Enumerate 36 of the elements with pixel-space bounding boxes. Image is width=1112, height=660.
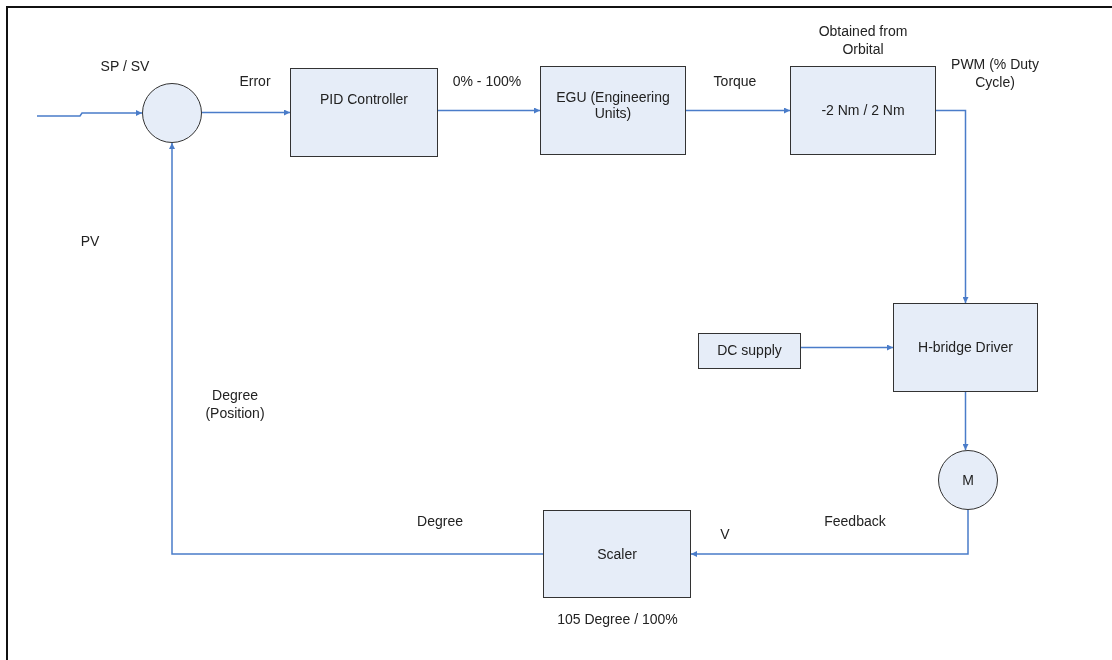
edge-label: SP / SV xyxy=(99,57,151,76)
annotation-text: Obtained from Orbital xyxy=(817,22,909,59)
box-label: H-bridge Driver xyxy=(917,339,1014,355)
arrow xyxy=(36,110,143,117)
process-box xyxy=(540,66,686,155)
arrow xyxy=(437,107,541,114)
edge-label: Degree xyxy=(416,512,464,531)
edge-label: 0% - 100% xyxy=(451,72,523,91)
box-label: DC supply xyxy=(716,342,783,358)
edge-label: PWM (% Duty Cycle) xyxy=(950,55,1040,92)
edge-label: Torque xyxy=(712,72,758,91)
process-box xyxy=(790,66,936,155)
arrow xyxy=(201,109,291,116)
arrow xyxy=(690,509,969,557)
arrow xyxy=(935,109,969,304)
box-label: Scaler xyxy=(596,546,638,562)
box-label: M xyxy=(961,472,975,488)
arrow xyxy=(800,344,894,351)
signal-label: PV xyxy=(79,232,101,251)
edge-label: Feedback xyxy=(823,512,887,531)
signal-label: V xyxy=(719,525,731,544)
motor-circle xyxy=(938,450,998,510)
box-label: -2 Nm / 2 Nm xyxy=(820,102,906,118)
arrow xyxy=(685,107,791,114)
process-box xyxy=(698,333,801,369)
arrow xyxy=(962,391,969,451)
process-box xyxy=(543,510,691,598)
edge-label: Error xyxy=(238,72,272,91)
box-label: EGU (Engineering Units) xyxy=(555,89,671,121)
box-label: PID Controller xyxy=(319,91,409,107)
arrow xyxy=(169,142,544,555)
annotation-text: 105 Degree / 100% xyxy=(556,610,679,629)
process-box xyxy=(893,303,1038,392)
process-box xyxy=(290,68,438,157)
summing-junction-circle xyxy=(142,83,202,143)
signal-label: Degree (Position) xyxy=(204,386,266,423)
